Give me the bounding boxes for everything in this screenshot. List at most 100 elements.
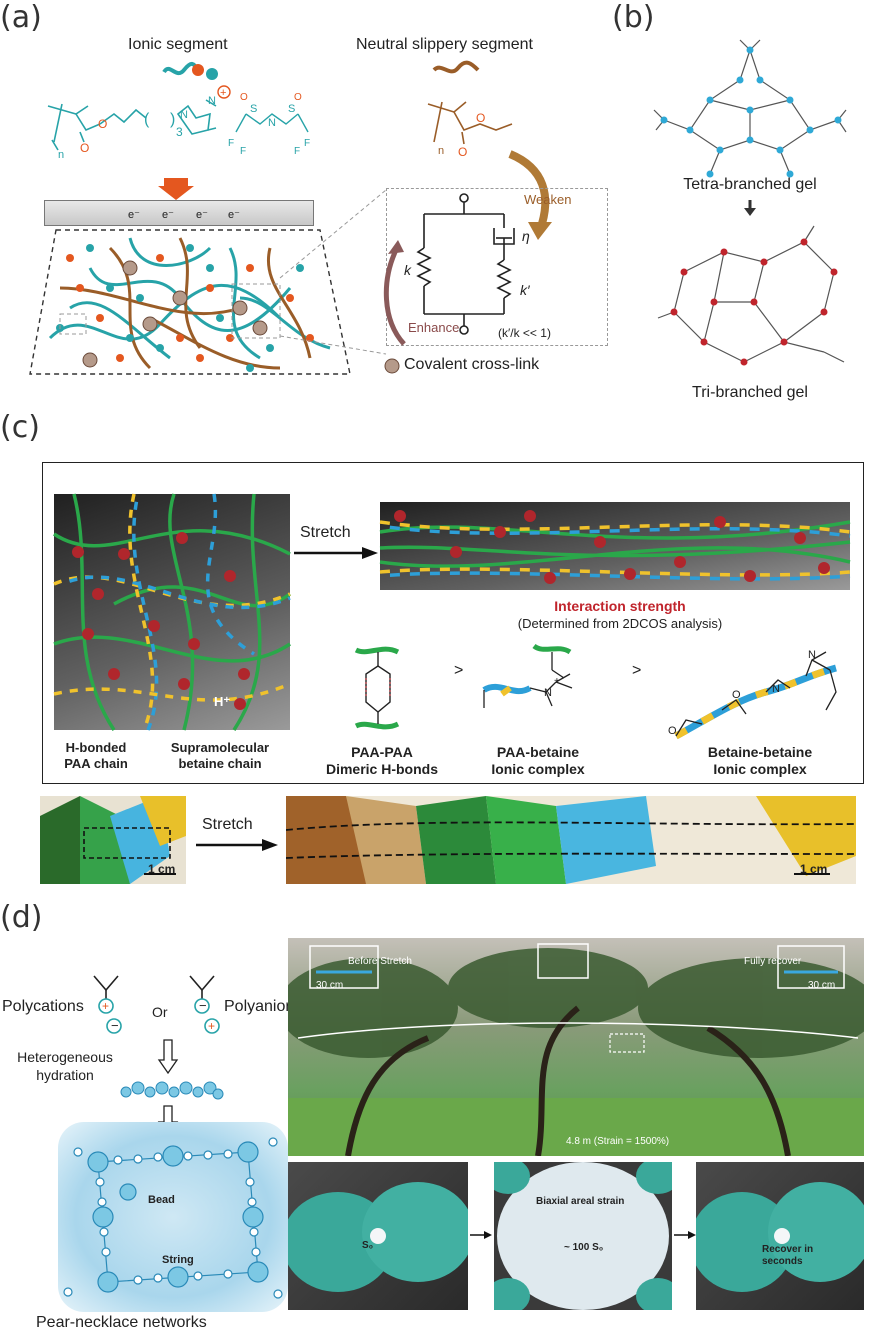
hydration-arrow	[157, 1039, 179, 1075]
or-label: Or	[152, 1004, 168, 1020]
tri-branched-gel-diagram	[657, 225, 845, 366]
svg-text:O: O	[80, 141, 89, 155]
paa-betaine-label: PAA-betaine Ionic complex	[478, 744, 598, 778]
svg-text:O: O	[240, 92, 248, 103]
svg-text:F: F	[240, 146, 246, 157]
weaken-label: Weaken	[524, 192, 572, 207]
electron-label-2: e⁻	[162, 209, 174, 221]
recover-label-line1: Recover in	[762, 1244, 814, 1255]
interaction-strength-title: Interaction strength	[554, 598, 686, 614]
paa-betaine-structure: N +	[482, 643, 573, 708]
covalent-crosslink-label: Covalent cross-link	[404, 356, 540, 373]
biaxial-strain-label: Biaxial areal strain	[536, 1196, 625, 1207]
svg-text:S: S	[288, 103, 295, 115]
tetra-branched-gel-diagram	[653, 39, 847, 178]
neutral-monomer-structure: n O O	[427, 101, 513, 159]
svg-text:−: −	[199, 998, 207, 1013]
enhance-label: Enhance	[408, 320, 460, 335]
greater-than-1: >	[454, 662, 464, 679]
glove-photo-recovered	[696, 1162, 864, 1310]
betaine-betaine-label: Betaine-betaine Ionic complex	[680, 744, 840, 778]
paa-chain-label: H-bonded PAA chain	[44, 740, 148, 772]
spring-dashpot-box	[386, 188, 608, 346]
unstretched-network-image	[53, 493, 292, 731]
tetra-branched-label: Tetra-branched gel	[683, 176, 817, 193]
svg-text:F: F	[228, 138, 234, 149]
ionic-monomer-structure: O O ( ) n 3 N N + S S N O O F F F F	[47, 85, 310, 161]
paa-paa-label: PAA-PAA Dimeric H-bonds	[322, 744, 442, 778]
betaine-betaine-label-line2: Ionic complex	[713, 761, 807, 777]
paa-betaine-label-line2: Ionic complex	[491, 761, 585, 777]
svg-text:N: N	[180, 109, 188, 121]
svg-text:N: N	[544, 687, 552, 699]
heterogeneous-hydration-label: Heterogeneous hydration	[0, 1048, 130, 1084]
paa-chain-label-line2: PAA chain	[64, 756, 128, 771]
pear-necklace-label: Pear-necklace networks	[36, 1314, 207, 1331]
hydrated-chain-icon	[120, 1081, 224, 1100]
covalent-crosslink-icon	[384, 358, 400, 374]
panel-label-d: (d)	[0, 900, 43, 935]
electron-label-1: e⁻	[128, 209, 140, 221]
stretch-photo-label: Stretch	[202, 816, 253, 833]
svg-text:N: N	[208, 95, 216, 107]
s0-label-initial: S₀	[362, 1240, 374, 1251]
greater-than-2: >	[632, 662, 642, 679]
svg-text:O: O	[294, 92, 302, 103]
paa-paa-label-line1: PAA-PAA	[351, 744, 413, 760]
spring-dashpot-model	[416, 193, 515, 335]
svg-text:−: −	[111, 1018, 119, 1033]
betaine-betaine-structure: O O N N	[668, 649, 837, 740]
betaine-chain-label: Supramolecular betaine chain	[150, 740, 290, 772]
before-stretch-label: Before Stretch	[348, 956, 412, 967]
svg-text:+: +	[208, 1019, 215, 1033]
strain-label: 4.8 m (Strain = 1500%)	[566, 1136, 670, 1147]
betaine-chain-label-line1: Supramolecular	[170, 740, 270, 755]
svg-text:+: +	[220, 87, 226, 99]
scale-bar-label-after: 1 cm	[800, 862, 828, 876]
glove-arrow-1	[470, 1231, 492, 1239]
stretched-network-image	[379, 502, 851, 590]
recover-label: Recover in seconds	[762, 1244, 813, 1268]
svg-text:N: N	[808, 649, 816, 661]
zoom-lines	[279, 189, 387, 355]
hundred-s0-label: ~ 100 S₀	[564, 1242, 604, 1253]
svg-text:S: S	[250, 103, 257, 115]
scale-30cm-left: 30 cm	[316, 980, 344, 991]
heterogeneous-line1: Heterogeneous	[17, 1049, 113, 1065]
brush-photo-before-stretch	[40, 796, 186, 884]
paa-paa-dimer-structure	[354, 646, 400, 730]
h-plus-label: H⁺	[214, 694, 231, 709]
string-label: String	[162, 1254, 194, 1266]
svg-text:O: O	[732, 689, 741, 701]
glove-photo-initial	[288, 1162, 468, 1310]
glove-photo-stretched	[494, 1162, 672, 1310]
svg-text:O: O	[98, 117, 107, 131]
scale-bar-label-before: 1 cm	[148, 862, 176, 876]
betaine-chain-label-line2: betaine chain	[178, 756, 262, 771]
polycation-monomer-icon: + −	[93, 975, 122, 1034]
press-arrow-icon	[158, 178, 194, 200]
enhance-arrow	[383, 240, 406, 346]
ionic-network-diagram	[29, 229, 351, 375]
interaction-strength-subtitle: (Determined from 2DCOS analysis)	[517, 616, 723, 631]
subscript-3: 3	[176, 125, 183, 139]
paa-betaine-label-line1: PAA-betaine	[496, 744, 580, 760]
electron-label-3: e⁻	[196, 209, 208, 221]
svg-text:F: F	[294, 146, 300, 157]
svg-text:n: n	[438, 145, 444, 157]
bead-label: Bead	[148, 1194, 175, 1206]
k-prime-label: k′	[520, 282, 530, 298]
panel-label-a: (a)	[0, 0, 42, 35]
eta-label: η	[522, 228, 530, 244]
stiffness-ratio: (k′/k << 1)	[498, 326, 551, 340]
ionic-segment-title: Ionic segment	[128, 36, 228, 53]
betaine-betaine-label-line1: Betaine-betaine	[707, 744, 813, 760]
svg-text:O: O	[476, 111, 485, 125]
heterogeneous-line2: hydration	[36, 1067, 94, 1083]
k-label: k	[404, 262, 411, 278]
pear-necklace-network	[58, 1122, 288, 1312]
electron-label-4: e⁻	[228, 209, 240, 221]
panel-c-frame	[42, 462, 864, 784]
weaken-arrow	[508, 150, 552, 240]
svg-text:): )	[170, 111, 175, 128]
